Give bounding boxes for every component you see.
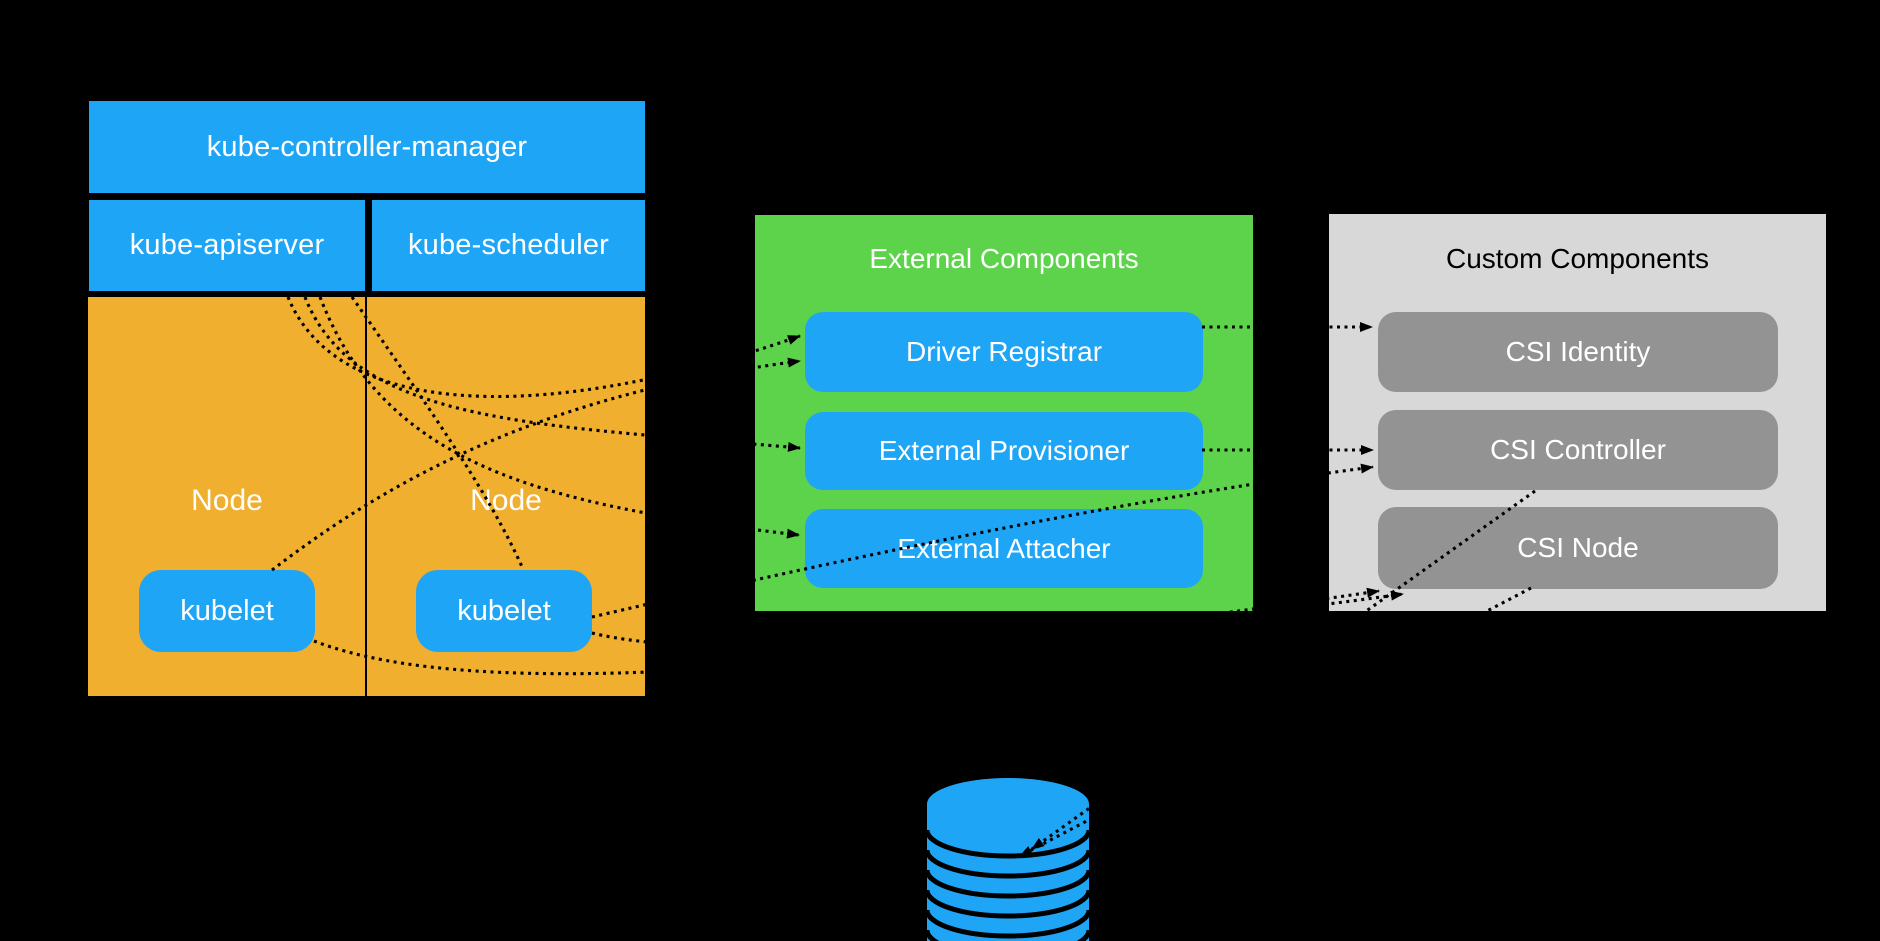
kube-apiserver-box: kube-apiserver xyxy=(89,200,365,291)
csi-identity-label: CSI Identity xyxy=(1505,336,1651,367)
external-components-title: External Components xyxy=(869,243,1139,274)
arrow-csi-node-to-database xyxy=(1019,586,1532,858)
driver-registrar-box: Driver Registrar xyxy=(805,312,1203,392)
external-provisioner-box: External Provisioner xyxy=(805,412,1203,490)
csi-node-box: CSI Node xyxy=(1378,507,1778,589)
kubelet-1-box: kubelet xyxy=(139,570,315,652)
kubelet-2-label: kubelet xyxy=(457,594,551,627)
kubelet-1-label: kubelet xyxy=(180,594,274,627)
kube-scheduler-label: kube-scheduler xyxy=(407,229,610,261)
kube-apiserver-label: kube-apiserver xyxy=(129,229,325,261)
driver-registrar-label: Driver Registrar xyxy=(905,336,1103,367)
node-2-label: Node xyxy=(470,484,542,517)
custom-components-title: Custom Components xyxy=(1445,243,1709,274)
database-cylinder-stack-icon xyxy=(924,778,1092,941)
csi-controller-box: CSI Controller xyxy=(1378,410,1778,490)
kube-controller-manager-box: kube-controller-manager xyxy=(89,101,645,193)
kube-controller-manager-label: kube-controller-manager xyxy=(206,130,528,163)
external-attacher-box: External Attacher xyxy=(805,509,1203,588)
kube-scheduler-box: kube-scheduler xyxy=(372,200,645,291)
external-attacher-label: External Attacher xyxy=(897,532,1111,564)
external-provisioner-label: External Provisioner xyxy=(878,435,1130,466)
kubelet-2-box: kubelet xyxy=(416,570,592,652)
csi-identity-box: CSI Identity xyxy=(1378,312,1778,392)
csi-node-label: CSI Node xyxy=(1517,532,1639,563)
csi-controller-label: CSI Controller xyxy=(1490,434,1666,465)
node-1-label: Node xyxy=(191,484,263,517)
